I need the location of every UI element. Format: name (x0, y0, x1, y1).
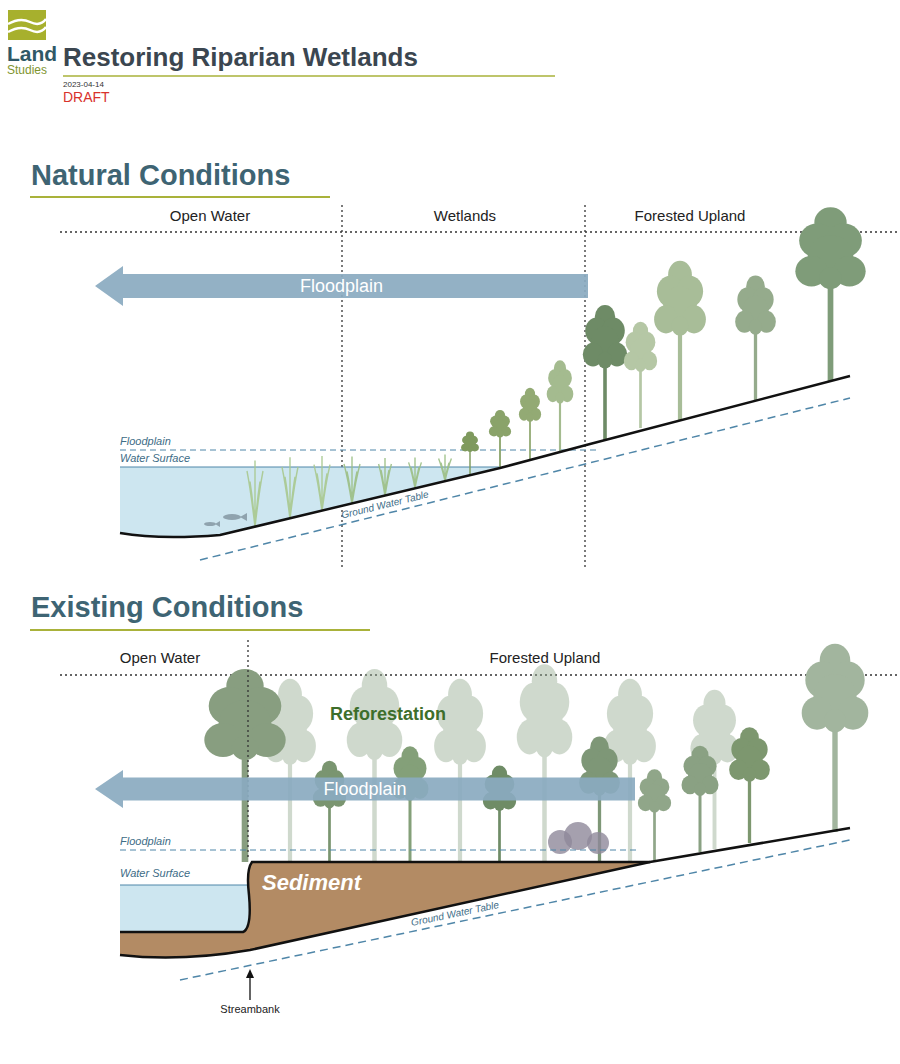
zone-heading: Open Water (170, 207, 250, 225)
tree (392, 746, 429, 862)
logo-wave (8, 27, 46, 32)
zone-heading: Forested Upland (635, 207, 746, 225)
water (120, 467, 500, 537)
zone-heading: Open Water (120, 649, 200, 667)
sediment (120, 862, 650, 958)
line-label: Floodplain (120, 835, 171, 848)
shrub (587, 832, 609, 854)
title-rule (63, 75, 555, 77)
tree (729, 727, 770, 843)
zone-note: Reforestation (330, 704, 446, 726)
floodplain-line (120, 450, 600, 451)
pointer-head (246, 969, 254, 978)
line-label: Water Surface (120, 452, 190, 465)
tree (547, 360, 574, 452)
grass (439, 454, 452, 481)
tree (802, 644, 869, 832)
line-label: Floodplain (120, 435, 171, 448)
pointer-line (249, 976, 250, 1000)
logo-word: Studies (7, 63, 47, 77)
grass (344, 457, 360, 505)
arrow-label: Floodplain (323, 779, 406, 800)
grass (409, 458, 422, 488)
zone-heading: Forested Upland (490, 649, 601, 667)
tree (638, 769, 671, 861)
section-heading: Existing Conditions (31, 590, 303, 625)
grass (282, 457, 298, 519)
grass (314, 456, 330, 511)
sediment-label: Sediment (262, 870, 361, 896)
floodplain-arrow: Floodplain (95, 770, 635, 808)
logo-word: Land (7, 41, 57, 66)
dotted-divider (60, 674, 900, 675)
heading-rule (30, 629, 370, 631)
floodplain-line (120, 850, 640, 851)
zone-heading: Wetlands (434, 207, 496, 225)
grass (379, 458, 392, 496)
arrow-fill (95, 770, 635, 808)
fish (204, 522, 216, 526)
logo-mark (8, 10, 46, 40)
arrow-text: Floodplain (95, 266, 588, 306)
date: 2023-04-14 (63, 80, 104, 90)
fish (215, 521, 220, 527)
tree (624, 322, 657, 428)
shrub (519, 388, 541, 460)
fish (223, 514, 241, 520)
ground-line (120, 376, 850, 537)
arrow-text: Floodplain (95, 770, 635, 808)
title: Restoring Riparian Wetlands (63, 42, 418, 73)
original-ground-line (120, 862, 650, 958)
tree (204, 669, 285, 862)
arrow-label: Floodplain (300, 276, 383, 297)
tree (313, 761, 346, 862)
draft-mark: DRAFT (63, 89, 110, 106)
logo-wave (8, 19, 46, 24)
tree (795, 207, 865, 381)
shrub (489, 410, 511, 468)
shrub (461, 432, 479, 475)
tree (583, 305, 627, 440)
dotted-divider (60, 231, 900, 232)
callout-label: Streambank (220, 1003, 279, 1016)
ground-line (120, 828, 850, 932)
arrow-fill (95, 266, 588, 306)
heading-rule (30, 196, 330, 198)
fish (240, 513, 247, 521)
dotted-divider (584, 205, 585, 570)
water-surface-line (120, 885, 248, 886)
water (120, 885, 249, 932)
line-label: Water Surface (120, 867, 190, 880)
tree (517, 664, 573, 862)
dotted-divider (247, 640, 248, 860)
tree (735, 276, 776, 401)
section-heading: Natural Conditions (31, 158, 290, 193)
floodplain-arrow: Floodplain (95, 266, 588, 306)
grass (247, 461, 263, 528)
ground-water-line (200, 398, 850, 560)
tree (654, 261, 706, 420)
tree (682, 746, 719, 852)
